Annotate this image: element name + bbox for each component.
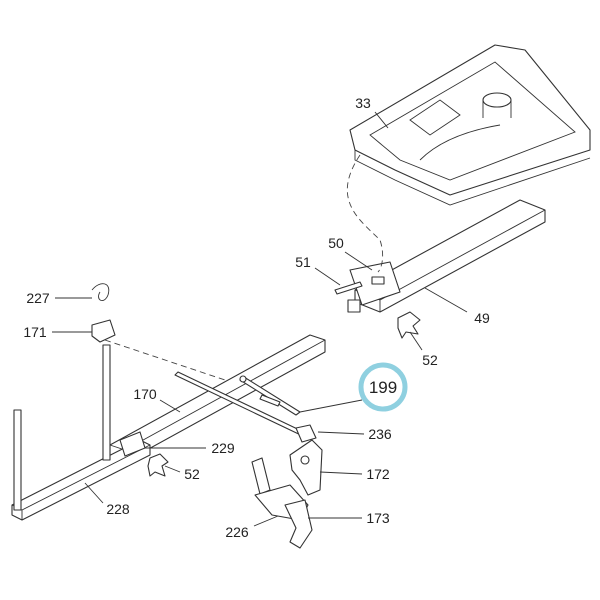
highlight-ring [358,362,408,412]
callout-51[interactable]: 51 [295,254,311,270]
callout-226[interactable]: 226 [225,524,249,540]
callout-229[interactable]: 229 [211,440,235,456]
callout-33[interactable]: 33 [355,95,371,111]
leader-lines [52,111,468,527]
callout-52[interactable]: 52 [422,352,438,368]
callout-49[interactable]: 49 [474,310,490,326]
bracket-236 [295,424,317,443]
callout-50[interactable]: 50 [328,235,344,251]
callout-173[interactable]: 173 [366,510,390,526]
callout-170[interactable]: 170 [133,386,157,402]
tube-49 [347,199,546,313]
knob-52 [397,311,421,339]
bolt-51 [334,281,363,295]
clamp-171 [91,319,116,343]
callout-172[interactable]: 172 [366,466,390,482]
spring-227 [91,283,110,301]
alignment-line [104,339,241,386]
frame-228 [11,344,169,521]
pedal-226 [251,457,313,549]
callout-227[interactable]: 227 [26,290,50,306]
bracket-172 [289,439,323,496]
callout-236[interactable]: 236 [368,426,392,442]
seat-frame [349,44,591,206]
callout-171[interactable]: 171 [23,324,47,340]
callout-228[interactable]: 228 [106,501,130,517]
callout-199[interactable]: 199 [368,378,398,397]
cable-route [346,154,384,273]
callout-52-lower[interactable]: 52 [184,466,200,482]
